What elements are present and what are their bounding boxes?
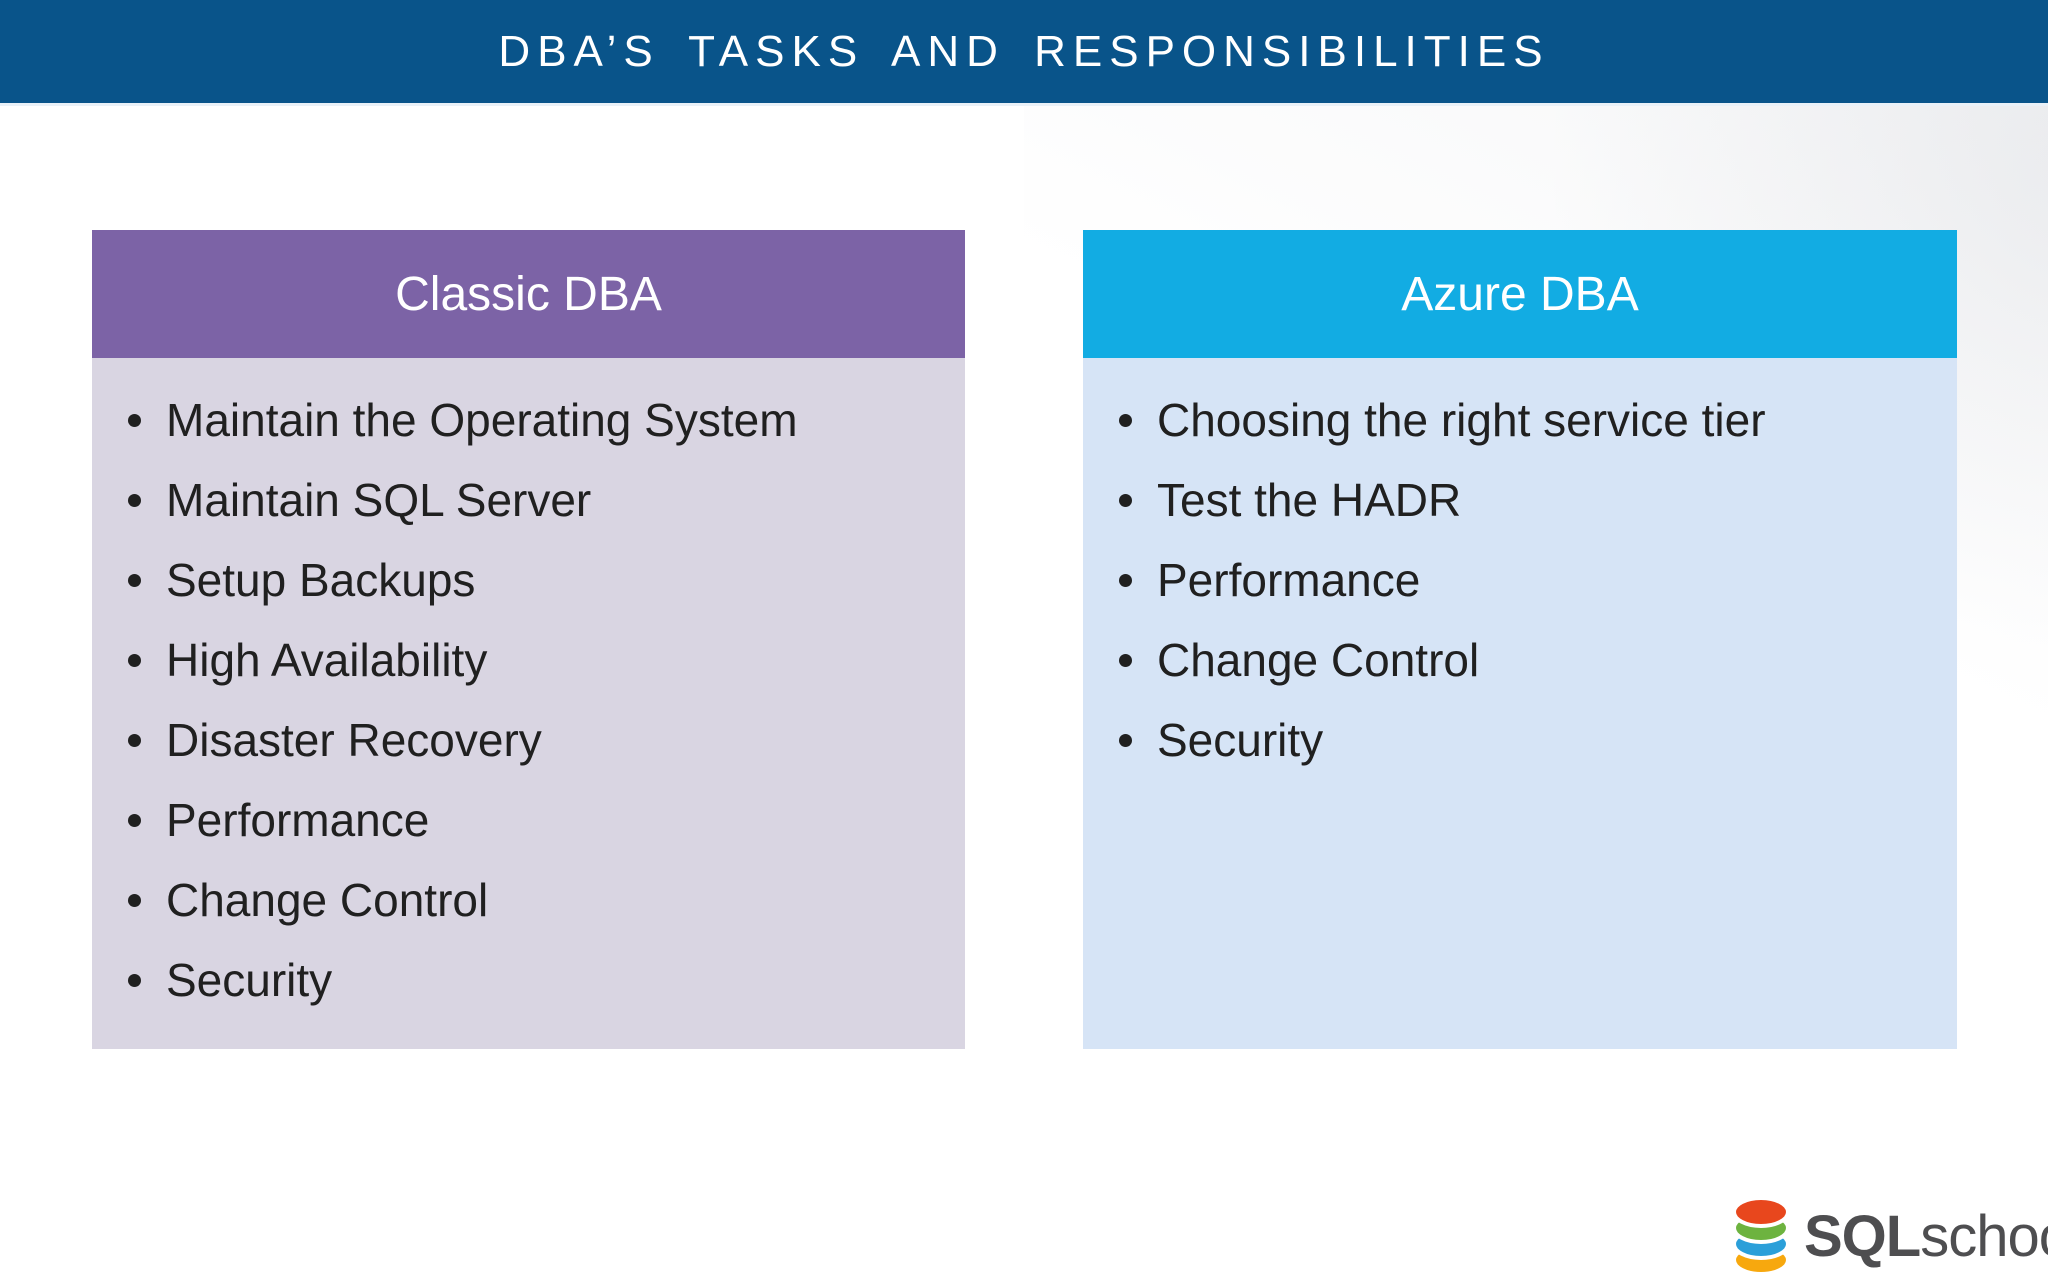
list-item: Maintain the Operating System <box>128 380 955 460</box>
list-item: Test the HADR <box>1119 460 1947 540</box>
list-item: Change Control <box>1119 620 1947 700</box>
classic-dba-title: Classic DBA <box>395 267 662 321</box>
title-bar: DBA’S TASKS AND RESPONSIBILITIES <box>0 0 2048 106</box>
list-item: Disaster Recovery <box>128 700 955 780</box>
brand-text: SQLschool.gr <box>1804 1203 2048 1270</box>
azure-dba-title: Azure DBA <box>1401 267 1639 321</box>
list-item: Performance <box>128 780 955 860</box>
azure-dba-list: Choosing the right service tier Test the… <box>1083 358 1957 1049</box>
list-item: Change Control <box>128 860 955 940</box>
database-icon <box>1732 1196 1790 1276</box>
list-item: Security <box>128 940 955 1020</box>
list-item: Security <box>1119 700 1947 780</box>
list-item: Performance <box>1119 540 1947 620</box>
list-item: Maintain SQL Server <box>128 460 955 540</box>
list-item: High Availability <box>128 620 955 700</box>
list-item: Choosing the right service tier <box>1119 380 1947 460</box>
classic-dba-list: Maintain the Operating System Maintain S… <box>92 358 965 1049</box>
page-title: DBA’S TASKS AND RESPONSIBILITIES <box>498 26 1550 76</box>
list-item: Setup Backups <box>128 540 955 620</box>
brand-school: school <box>1920 1203 2048 1269</box>
azure-dba-header: Azure DBA <box>1083 230 1957 358</box>
brand-sql: SQL <box>1804 1203 1921 1269</box>
sqlschool-logo: SQLschool.gr <box>1728 1196 2048 1276</box>
azure-dba-panel: Azure DBA Choosing the right service tie… <box>1083 230 1957 1049</box>
classic-dba-header: Classic DBA <box>92 230 965 358</box>
classic-dba-panel: Classic DBA Maintain the Operating Syste… <box>92 230 965 1049</box>
